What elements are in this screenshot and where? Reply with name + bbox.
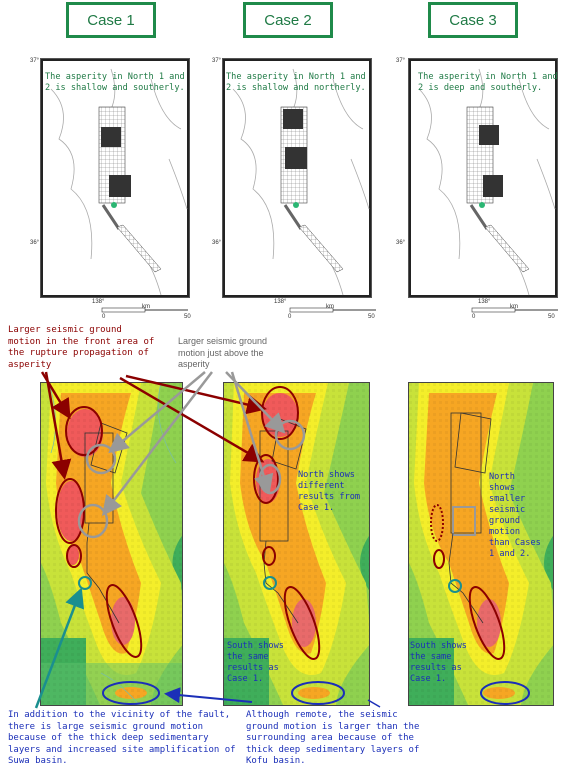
above-asperity-line3: asperity	[178, 359, 210, 369]
case3-north-note: North shows smaller seismic ground motio…	[489, 472, 551, 560]
suwa-line1: In addition to the vicinity of the fault…	[8, 710, 231, 720]
case2-north-note: North shows different results from Case …	[298, 470, 368, 514]
case3-south-line2: the same	[410, 652, 452, 662]
kofu-basin-note: Although remote, the seismic ground moti…	[246, 710, 436, 768]
case1-button[interactable]: Case 1	[66, 2, 156, 38]
kofu-line2: ground motion is larger than the	[246, 721, 420, 732]
case3-north-line4: seismic	[489, 505, 526, 515]
scale-unit-3: km	[510, 304, 518, 310]
scale-bar-1	[101, 307, 188, 313]
case2-north-line3: results from	[298, 492, 361, 502]
scale-bar-3	[471, 307, 558, 313]
case3-north-line3: smaller	[489, 494, 526, 504]
above-asperity-note: Larger seismic ground motion just above …	[178, 336, 298, 371]
kofu-line1: Although remote, the seismic	[246, 710, 398, 720]
case2-north-line2: different	[298, 481, 345, 491]
case2-map-caption: The asperity in North 1 and 2 is shallow…	[226, 72, 366, 94]
case2-caption-line2: 2 is shallow and northerly.	[226, 83, 366, 93]
case3-caption-line1: The asperity in North 1 and	[418, 72, 558, 82]
lon-tick-2: 138°	[274, 299, 287, 305]
scale-bar-2	[289, 307, 376, 313]
case3-caption-line2: 2 is deep and southerly.	[418, 83, 543, 93]
suwa-line2: there is large seismic ground motion	[8, 721, 204, 732]
lat-mid-tick-3: 36°	[396, 240, 406, 246]
case3-north-line5: ground	[489, 516, 521, 526]
case3-south-line4: Case 1.	[410, 674, 447, 684]
fault-map-case2	[222, 58, 372, 298]
kofu-line5: Kofu basin.	[246, 756, 306, 766]
case3-map-caption: The asperity in North 1 and 2 is deep an…	[418, 72, 558, 94]
fault-map-case3	[408, 58, 558, 298]
front-area-line3: the rupture propagation of	[8, 348, 149, 358]
case2-button[interactable]: Case 2	[243, 2, 333, 38]
front-area-line2: motion in the front area of	[8, 336, 155, 347]
case3-south-line1: South shows	[410, 641, 467, 651]
scale-end-3: 50	[548, 314, 555, 320]
lat-top-tick-1: 37°	[30, 58, 40, 64]
front-area-line1: Larger seismic ground	[8, 325, 122, 335]
scale-start-2: 0	[288, 314, 292, 320]
scale-end-2: 50	[368, 314, 375, 320]
kofu-line4: thick deep sedimentary layers of	[246, 744, 420, 755]
lat-top-tick-3: 37°	[396, 58, 406, 64]
lat-top-tick-2: 37°	[212, 58, 222, 64]
case1-caption-line1: The asperity in North 1 and	[45, 72, 185, 82]
case3-north-line2: shows	[489, 483, 515, 493]
suwa-basin-note: In addition to the vicinity of the fault…	[8, 710, 238, 768]
lat-mid-tick-2: 36°	[212, 240, 222, 246]
case3-label: Case 3	[449, 11, 497, 29]
lat-mid-tick-1: 36°	[30, 240, 40, 246]
case2-north-line1: North shows	[298, 470, 355, 480]
above-asperity-line2: motion just above the	[178, 347, 264, 358]
suwa-line3: because of the thick deep sedimentary	[8, 733, 209, 743]
case3-north-line7: than Cases	[489, 538, 541, 548]
case3-south-note: South shows the same results as Case 1.	[410, 641, 476, 685]
case2-south-note: South shows the same results as Case 1.	[227, 641, 293, 685]
case2-south-line4: Case 1.	[227, 674, 264, 684]
lon-tick-3: 138°	[478, 299, 491, 305]
scale-start-3: 0	[472, 314, 476, 320]
lon-tick-1: 138°	[92, 299, 105, 305]
above-asperity-line1: Larger seismic ground	[178, 336, 268, 346]
scale-unit-2: km	[326, 304, 334, 310]
case2-south-line3: results as	[227, 663, 279, 673]
case1-caption-line2: 2 is shallow and southerly.	[45, 83, 185, 93]
case3-north-line1: North	[489, 472, 515, 482]
kofu-line3: surrounding area because of the	[246, 733, 414, 743]
case2-south-line1: South shows	[227, 641, 284, 651]
case2-label: Case 2	[264, 11, 312, 29]
hazard-map-case3	[408, 382, 554, 706]
front-area-note: Larger seismic ground motion in the fron…	[8, 325, 160, 371]
suwa-line5: Suwa basin.	[8, 756, 68, 766]
case3-north-line6: motion	[489, 527, 521, 537]
front-area-line4: asperity	[8, 359, 52, 370]
suwa-line4: layers and increased site amplification …	[8, 744, 236, 755]
case3-button[interactable]: Case 3	[428, 2, 518, 38]
case2-south-line2: the same	[227, 652, 269, 662]
fault-map-case1	[40, 58, 190, 298]
scale-unit-1: km	[142, 304, 150, 310]
scale-end-1: 50	[184, 314, 191, 320]
case2-north-line4: Case 1.	[298, 503, 335, 513]
case1-map-caption: The asperity in North 1 and 2 is shallow…	[45, 72, 185, 94]
case1-label: Case 1	[87, 11, 135, 29]
scale-start-1: 0	[102, 314, 106, 320]
case2-caption-line1: The asperity in North 1 and	[226, 72, 366, 82]
case3-south-line3: results as	[410, 663, 462, 673]
case3-north-line8: 1 and 2.	[489, 549, 531, 559]
